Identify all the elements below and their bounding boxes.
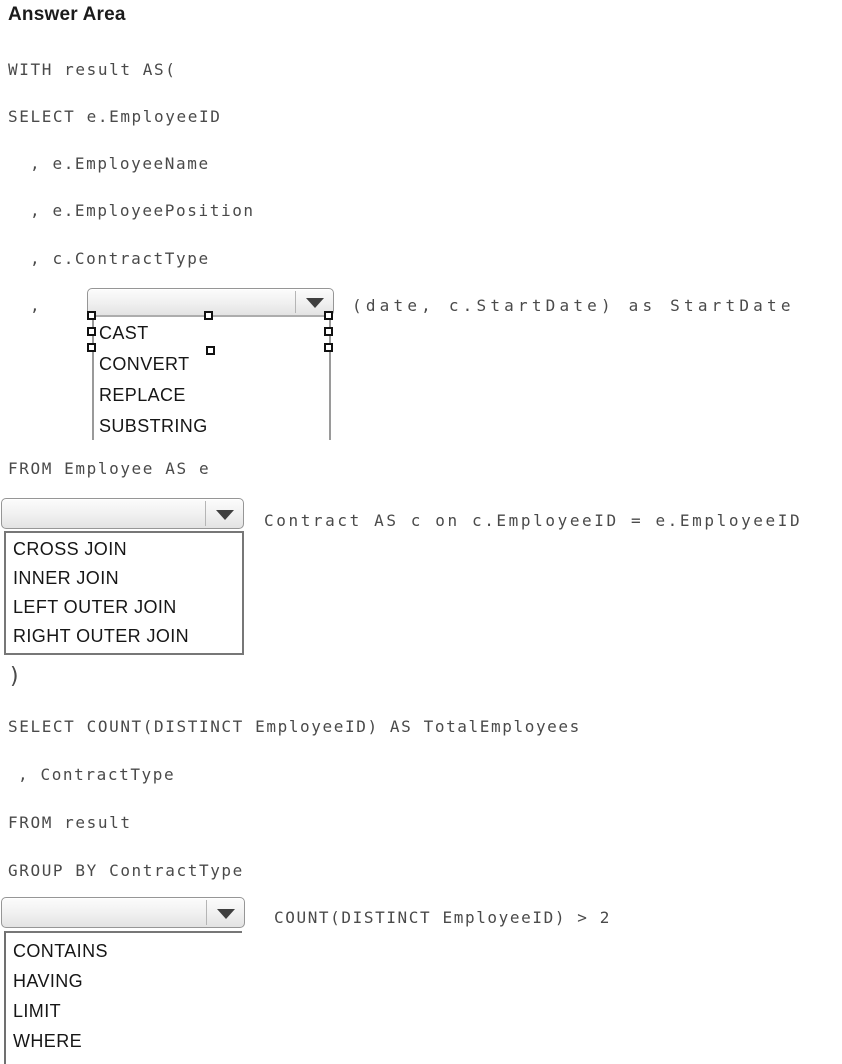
code-line-group-by: GROUP BY ContractType bbox=[8, 861, 244, 880]
code-comma: , bbox=[30, 296, 42, 315]
option-inner-join[interactable]: INNER JOIN bbox=[13, 568, 120, 588]
selection-handle[interactable] bbox=[87, 311, 96, 320]
option-substring[interactable]: SUBSTRING bbox=[99, 416, 208, 436]
chevron-down-icon bbox=[306, 298, 324, 308]
chevron-down-icon bbox=[217, 908, 235, 919]
selection-handle[interactable] bbox=[204, 311, 213, 320]
option-cast[interactable]: CAST bbox=[99, 323, 149, 343]
option-having[interactable]: HAVING bbox=[13, 971, 84, 991]
code-line-startdate: (date, c.StartDate) as StartDate bbox=[352, 296, 795, 315]
option-left-outer-join[interactable]: LEFT OUTER JOIN bbox=[13, 597, 177, 617]
code-close-paren: ) bbox=[8, 664, 22, 689]
code-line-from-result: FROM result bbox=[8, 813, 132, 832]
selection-handle[interactable] bbox=[206, 346, 215, 355]
option-cross-join[interactable]: CROSS JOIN bbox=[13, 539, 128, 559]
code-line-contract-on: Contract AS c on c.EmployeeID = e.Employ… bbox=[264, 511, 803, 530]
code-line-contracttype: , c.ContractType bbox=[30, 249, 210, 268]
option-replace[interactable]: REPLACE bbox=[99, 385, 186, 405]
page-title: Answer Area bbox=[8, 4, 126, 25]
join-dropdown[interactable] bbox=[1, 498, 244, 529]
filter-dropdown-list: CONTAINS HAVING LIMIT WHERE bbox=[4, 931, 242, 1064]
filter-dropdown[interactable] bbox=[1, 897, 245, 928]
code-line-with: WITH result AS( bbox=[8, 60, 177, 79]
code-line-select: SELECT e.EmployeeID bbox=[8, 107, 222, 126]
option-where[interactable]: WHERE bbox=[13, 1031, 82, 1051]
selection-handle[interactable] bbox=[324, 343, 333, 352]
option-limit[interactable]: LIMIT bbox=[13, 1001, 62, 1021]
combo-divider bbox=[206, 900, 207, 925]
selection-handle[interactable] bbox=[324, 327, 333, 336]
code-line-select-count: SELECT COUNT(DISTINCT EmployeeID) AS Tot… bbox=[8, 717, 581, 736]
function-list-outline-right bbox=[329, 315, 331, 440]
code-line-employeeposition: , e.EmployeePosition bbox=[30, 201, 255, 220]
code-line-contracttype2: , ContractType bbox=[18, 765, 176, 784]
selection-handle[interactable] bbox=[87, 343, 96, 352]
code-line-count-gt-2: COUNT(DISTINCT EmployeeID) > 2 bbox=[274, 908, 611, 927]
option-convert[interactable]: CONVERT bbox=[99, 354, 190, 374]
join-dropdown-list: CROSS JOIN INNER JOIN LEFT OUTER JOIN RI… bbox=[4, 531, 244, 655]
option-contains[interactable]: CONTAINS bbox=[13, 941, 108, 961]
combo-divider bbox=[205, 501, 206, 526]
chevron-down-icon bbox=[216, 509, 234, 520]
code-line-from-employee: FROM Employee AS e bbox=[8, 459, 211, 478]
selection-handle[interactable] bbox=[87, 327, 96, 336]
function-dropdown-list: CAST CONVERT REPLACE SUBSTRING bbox=[99, 318, 324, 442]
code-line-employeename: , e.EmployeeName bbox=[30, 154, 210, 173]
function-list-outline-left bbox=[92, 315, 94, 440]
option-right-outer-join[interactable]: RIGHT OUTER JOIN bbox=[13, 626, 190, 646]
combo-divider bbox=[295, 291, 296, 313]
selection-handle[interactable] bbox=[324, 311, 333, 320]
